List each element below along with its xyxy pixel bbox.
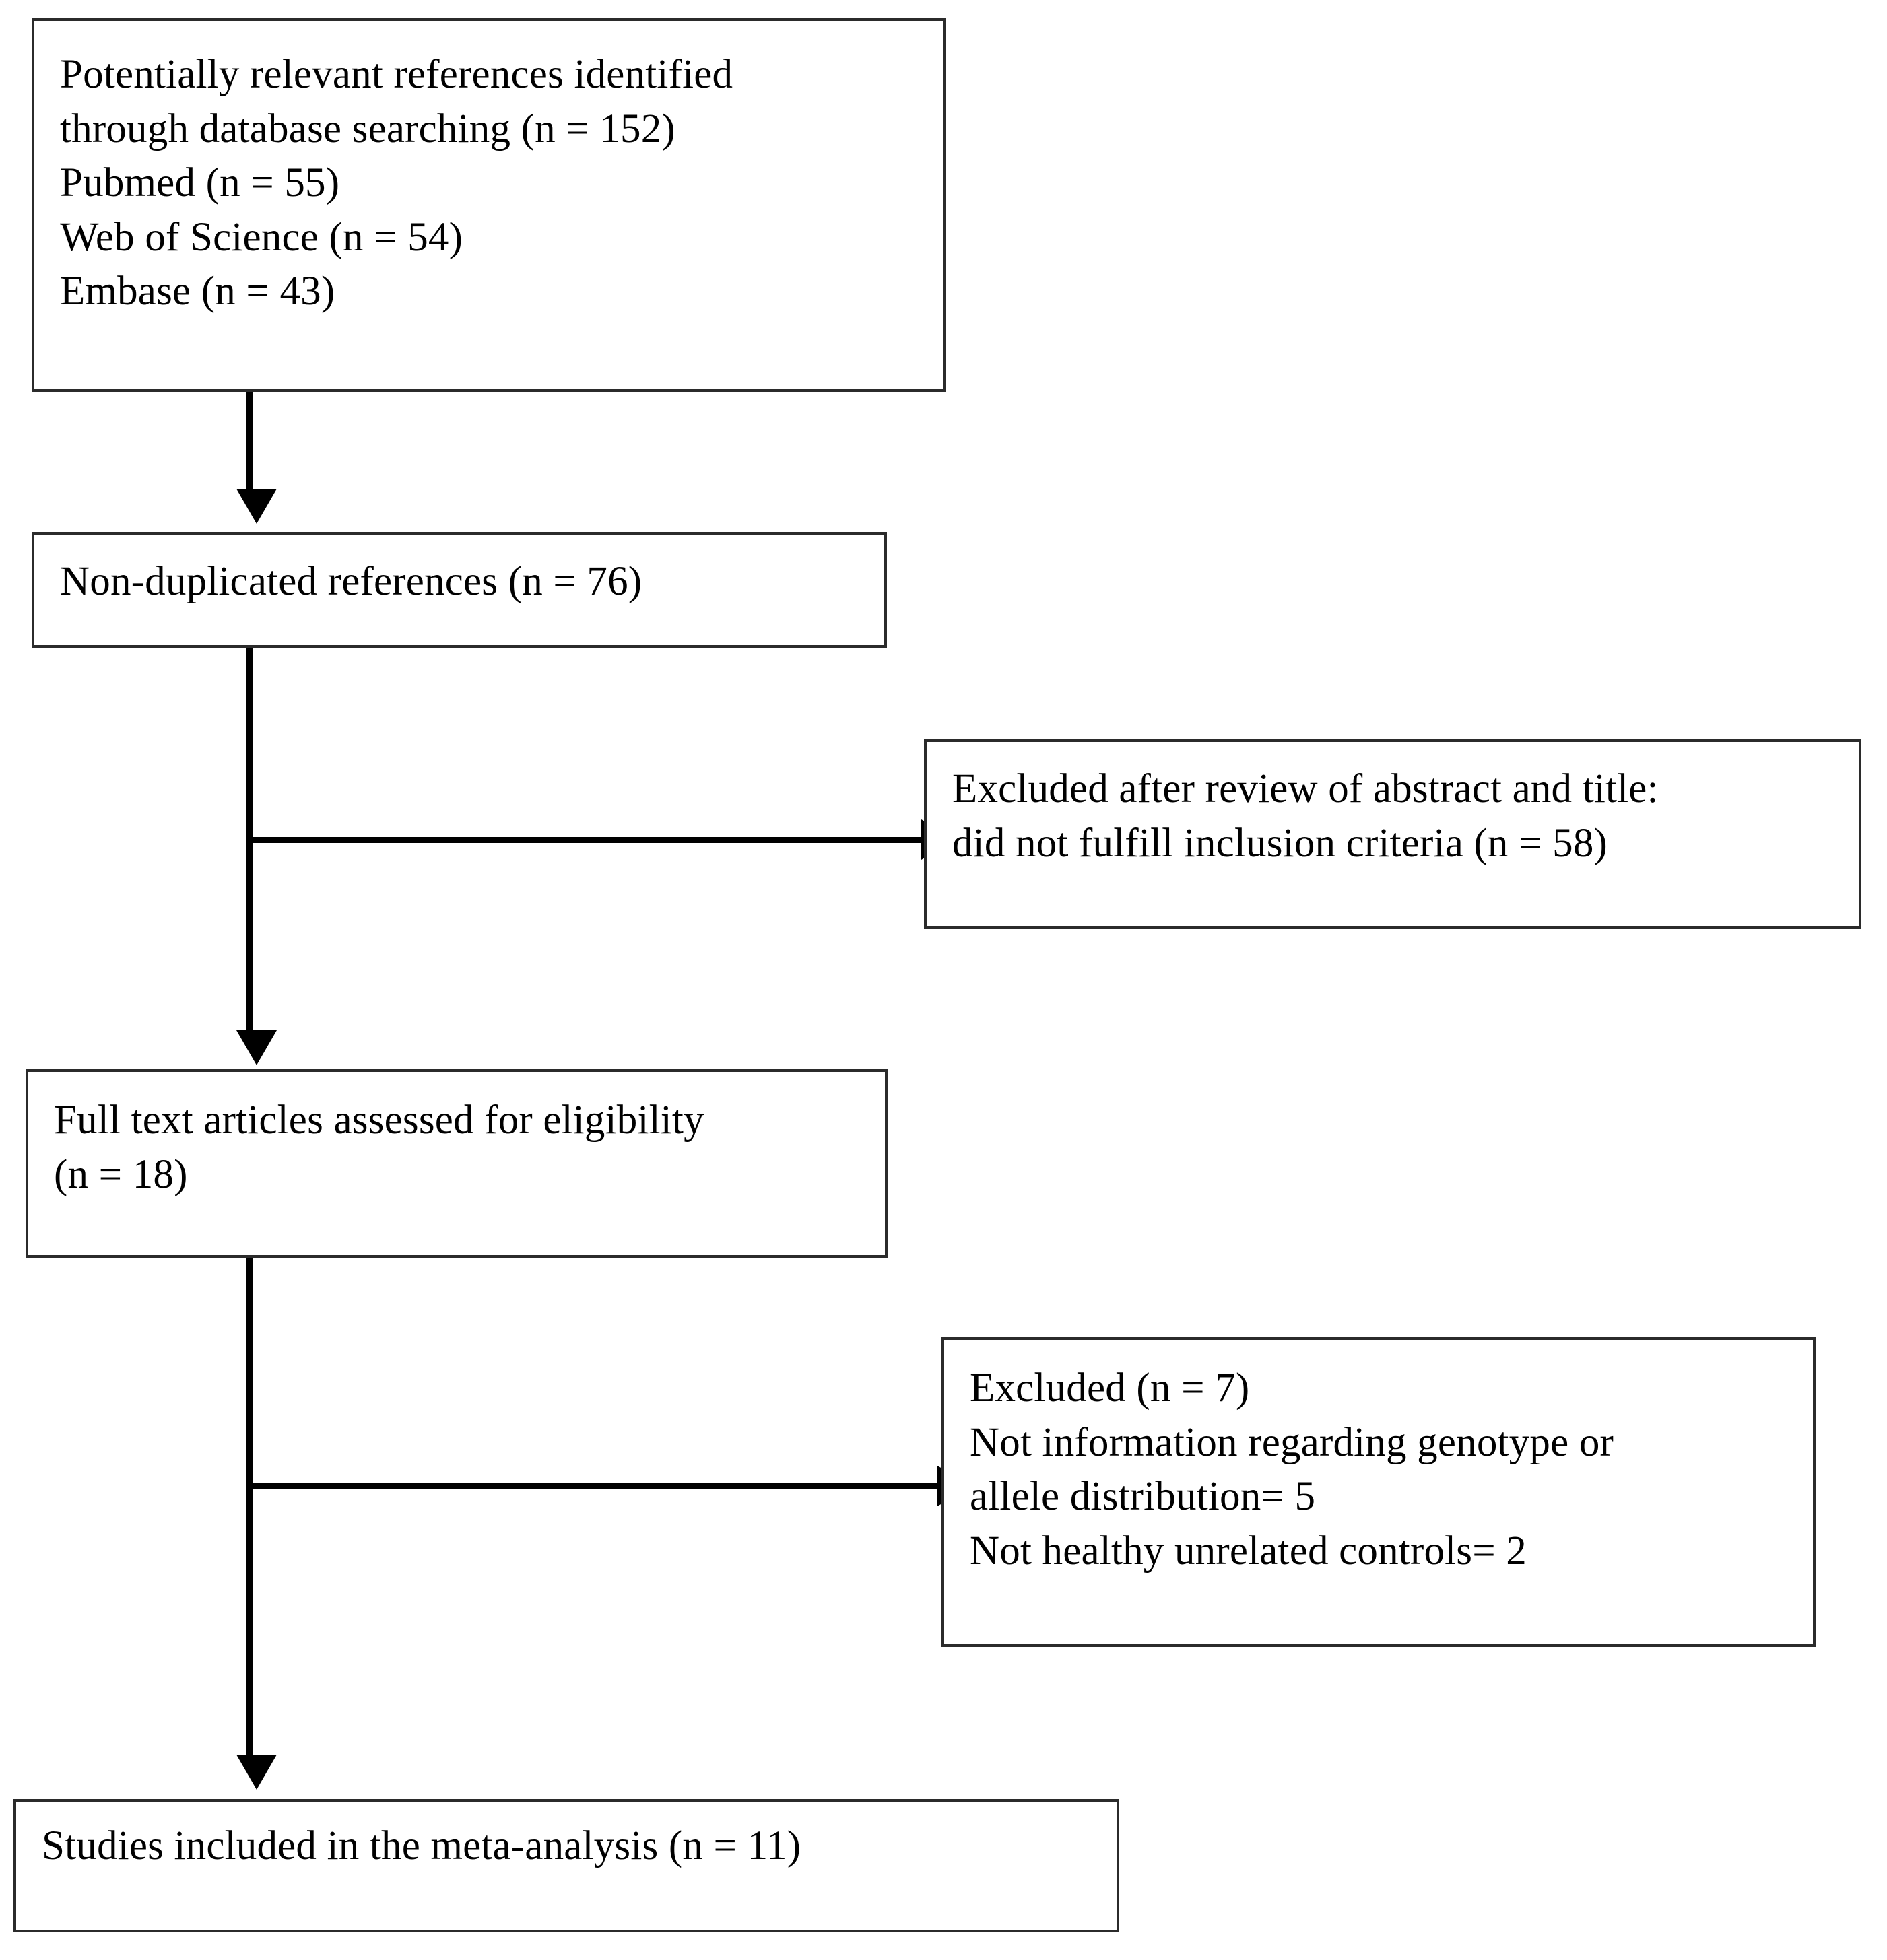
box-excluded-full-text: Excluded (n = 7) Not information regardi… bbox=[941, 1337, 1816, 1647]
box-excluded-after-abstract-title-text: Excluded after review of abstract and ti… bbox=[952, 766, 1659, 866]
box-references-identified: Potentially relevant references identifi… bbox=[32, 18, 946, 392]
box-excluded-after-abstract-title: Excluded after review of abstract and ti… bbox=[924, 739, 1861, 929]
box-non-duplicated-references-text: Non-duplicated references (n = 76) bbox=[60, 559, 642, 604]
arrow-down-icon bbox=[236, 489, 277, 524]
arrow-down-icon bbox=[236, 1030, 277, 1065]
box-references-identified-text: Potentially relevant references identifi… bbox=[60, 52, 733, 314]
box-studies-included: Studies included in the meta-analysis (n… bbox=[13, 1799, 1119, 1932]
connector-branch-to-excluded-fulltext-line bbox=[249, 1483, 946, 1489]
box-non-duplicated-references: Non-duplicated references (n = 76) bbox=[32, 532, 887, 648]
box-full-text-articles-assessed: Full text articles assessed for eligibil… bbox=[26, 1069, 888, 1258]
connector-fulltext-to-included-line bbox=[246, 1258, 253, 1757]
arrow-down-icon bbox=[236, 1755, 277, 1790]
box-excluded-full-text-text: Excluded (n = 7) Not information regardi… bbox=[970, 1365, 1614, 1574]
connector-identified-to-nonduplicated-line bbox=[246, 392, 253, 492]
box-studies-included-text: Studies included in the meta-analysis (n… bbox=[42, 1823, 801, 1868]
connector-branch-to-excluded-abstract-line bbox=[249, 837, 929, 843]
box-full-text-articles-assessed-text: Full text articles assessed for eligibil… bbox=[54, 1097, 704, 1197]
